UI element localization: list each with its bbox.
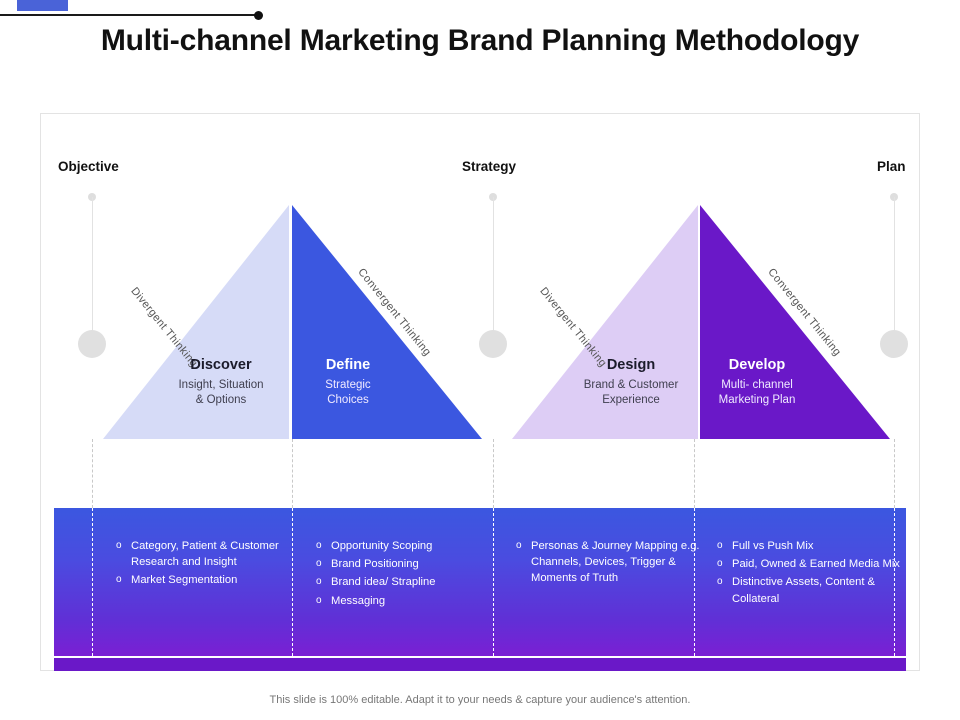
stage-label-objective: Objective: [58, 159, 119, 174]
stage-label-strategy: Strategy: [462, 159, 517, 174]
bullet-item: o Full vs Push Mix: [717, 538, 902, 554]
bullet-item: o Messaging: [316, 593, 501, 609]
stage-stem-line-strategy: [493, 197, 494, 332]
bullet-item: o Brand Positioning: [316, 556, 501, 572]
bullet-item-label: Messaging: [331, 594, 386, 607]
guide-line-3: [493, 439, 494, 508]
bullet-item: o Distinctive Assets, Content & Collatera…: [717, 574, 902, 606]
phase-subtitle-define-line2: Choices: [327, 394, 369, 407]
bullet-item: o Opportunity Scoping: [316, 538, 501, 554]
bullet-item: o Market Segmentation: [116, 572, 301, 588]
phase-title-develop: Develop: [728, 357, 786, 373]
triangle-discover-polygon: [103, 205, 289, 439]
triangle-develop[interactable]: [700, 205, 890, 439]
phase-text-define: Define Strategic Choices: [263, 356, 433, 408]
triangle-define[interactable]: [292, 205, 482, 439]
phase-subtitle-develop-line1: Multi- channel: [721, 379, 793, 392]
bullet-item-label: Category, Patient & Customer Research an…: [131, 540, 279, 569]
phase-subtitle-discover-line2: & Options: [195, 394, 247, 407]
guide-line-1: [92, 439, 93, 508]
phase-subtitle-discover-line1: Insight, Situation: [178, 379, 264, 392]
bullet-item-label: Market Segmentation: [131, 574, 238, 587]
triangle-define-polygon: [292, 205, 482, 439]
stage-label-plan: Plan: [877, 159, 906, 174]
bullet-item: o Paid, Owned & Earned Media Mix: [717, 556, 902, 572]
stage-node-circle-strategy: [479, 330, 507, 358]
bullet-marker-icon: o: [116, 540, 122, 551]
phase-subtitle-develop-line2: Marketing Plan: [718, 394, 796, 407]
bullet-marker-icon: o: [116, 574, 122, 586]
phase-text-discover: Discover Insight, Situation & Options: [136, 356, 306, 408]
bullet-item-label: Distinctive Assets, Content & Collateral: [732, 576, 876, 605]
bullet-marker-icon: o: [316, 594, 322, 606]
bullet-marker-icon: o: [316, 558, 322, 570]
bullet-item: o Category, Patient & Customer Research a…: [116, 538, 301, 570]
header-endpoint-dot-icon: [254, 11, 263, 20]
band-divider-5: [894, 508, 895, 656]
bullet-marker-icon: o: [316, 576, 322, 588]
footer-note: This slide is 100% editable. Adapt it to…: [269, 694, 691, 706]
triangle-develop-shape: [700, 205, 890, 439]
bullet-marker-icon: o: [516, 540, 522, 551]
bullet-marker-icon: o: [316, 540, 322, 551]
phase-text-develop: Develop Multi- channel Marketing Plan: [672, 356, 842, 408]
band-divider-1: [92, 508, 93, 656]
stage-stem-line-plan: [894, 197, 895, 332]
phase-text-design: Design Brand & Customer Experience: [546, 356, 716, 408]
phase-title-discover: Discover: [190, 357, 252, 373]
bullet-item-label: Brand Positioning: [331, 558, 419, 571]
phase-subtitle-design-line1: Brand & Customer: [583, 379, 679, 392]
guide-line-4: [694, 439, 695, 508]
guide-line-5: [894, 439, 895, 508]
bullet-item-label: Full vs Push Mix: [732, 540, 814, 552]
bullet-item-label: Opportunity Scoping: [331, 540, 433, 552]
bullet-marker-icon: o: [717, 576, 723, 588]
triangle-discover[interactable]: [103, 205, 293, 439]
stage-node-circle-objective: [78, 330, 106, 358]
phase-subtitle-design-line2: Experience: [602, 394, 660, 407]
bullet-band: o Category, Patient & Customer Research a…: [54, 508, 906, 656]
bullet-column-discover: o Category, Patient & Customer Research a…: [116, 538, 301, 591]
header-accent-rectangle: [17, 0, 68, 11]
triangle-define-shape: [292, 205, 482, 439]
stage-stem-line-objective: [92, 197, 93, 332]
bullet-item: o Personas & Journey Mapping e.g. Channel…: [516, 538, 701, 587]
bullet-item-label: Brand idea/ Strapline: [331, 576, 436, 589]
band-divider-4: [694, 508, 695, 656]
phase-title-define: Define: [325, 357, 371, 373]
triangle-design-shape: [512, 205, 698, 439]
triangle-discover-shape: [103, 205, 289, 439]
bullet-marker-icon: o: [717, 558, 723, 570]
band-divider-3: [493, 508, 494, 656]
bullet-marker-icon: o: [717, 540, 723, 551]
phase-title-design: Design: [606, 357, 656, 373]
bullet-item: o Brand idea/ Strapline: [316, 574, 501, 590]
triangle-design[interactable]: [512, 205, 702, 439]
band-divider-2: [292, 508, 293, 656]
phase-subtitle-define-line1: Strategic: [325, 379, 371, 392]
triangle-design-polygon: [512, 205, 698, 439]
bullet-item-label: Paid, Owned & Earned Media Mix: [732, 558, 900, 571]
header-rule-line: [0, 14, 258, 16]
stage-node-circle-plan: [880, 330, 908, 358]
guide-line-2: [292, 439, 293, 508]
triangle-develop-polygon: [700, 205, 890, 439]
page-title: Multi-channel Marketing Brand Planning M…: [100, 24, 860, 57]
bullet-column-design: o Personas & Journey Mapping e.g. Channel…: [516, 538, 701, 589]
bottom-accent-bar: [54, 658, 906, 671]
bullet-item-label: Personas & Journey Mapping e.g. Channels…: [531, 540, 700, 585]
